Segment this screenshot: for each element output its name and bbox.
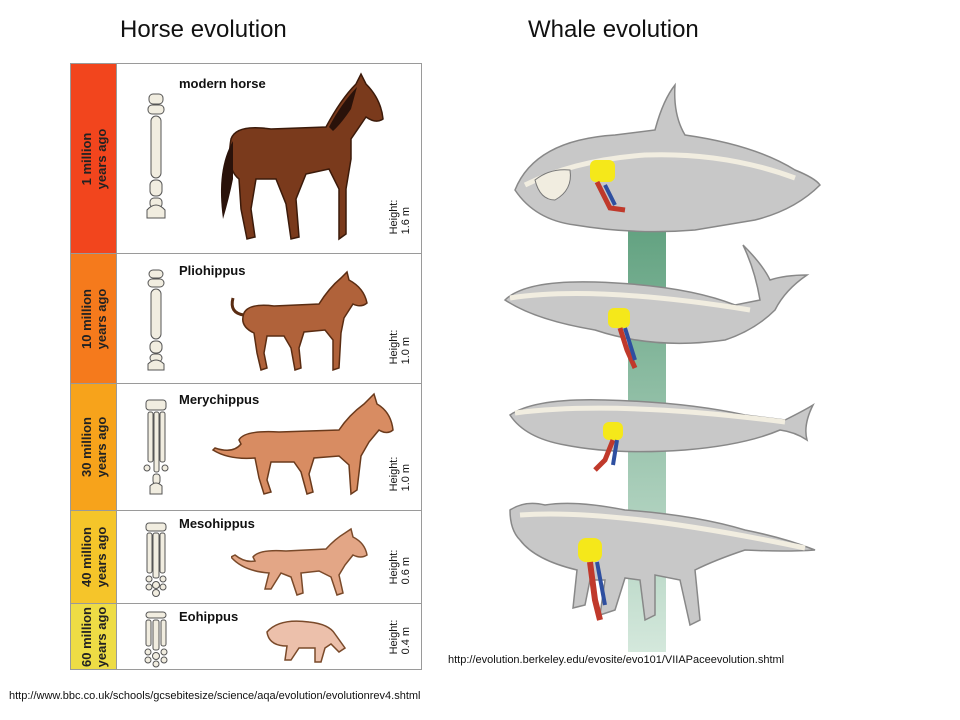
row-mesohippus: 40 million years ago Mesohippus Height: … [71, 511, 421, 604]
height-label-box: Height: 0.4 m [385, 607, 415, 667]
age-band: 1 million years ago [71, 64, 117, 253]
age-band: 10 million years ago [71, 254, 117, 383]
row-modern-horse: 1 million years ago modern horse Height:… [71, 64, 421, 254]
height-label: Height: 1.0 m [388, 329, 412, 365]
species-label: Mesohippus [179, 516, 255, 531]
pliohippus-icon [230, 270, 368, 372]
age-label: 10 million years ago [78, 288, 109, 349]
modern-whale-icon [514, 82, 821, 233]
whale-evolution-illustration [503, 82, 821, 652]
height-label-box: Height: 0.6 m [385, 537, 415, 597]
merychippus-icon [211, 392, 394, 496]
foot-bone-icon [144, 611, 168, 668]
horse-source-url[interactable]: http://www.bbc.co.uk/schools/gcsebitesiz… [9, 690, 421, 702]
horse-evolution-title: Horse evolution [120, 16, 287, 43]
age-label: 40 million years ago [78, 526, 109, 588]
species-label: Pliohippus [179, 263, 246, 278]
row-eohippus: 60 million years ago Eohippus Height: 0.… [71, 604, 421, 669]
mesohippus-icon [231, 527, 368, 596]
modern-horse-icon [220, 72, 384, 241]
height-label-box: Height: 1.6 m [385, 187, 415, 247]
height-label-box: Height: 1.0 m [385, 444, 415, 504]
species-label: Eohippus [179, 609, 239, 624]
horse-evolution-chart: 1 million years ago modern horse Height:… [70, 63, 422, 670]
whale-source-url[interactable]: http://evolution.berkeley.edu/evosite/ev… [448, 654, 785, 666]
height-label-box: Height: 1.0 m [385, 317, 415, 377]
foot-bone-icon [143, 399, 169, 495]
age-band: 40 million years ago [71, 511, 117, 603]
species-label: modern horse [179, 76, 266, 91]
height-label: Height: 0.4 m [388, 619, 412, 655]
age-band: 30 million years ago [71, 384, 117, 510]
row-pliohippus: 10 million years ago Pliohippus Height: … [71, 254, 421, 384]
age-label: 1 million years ago [78, 128, 109, 189]
height-label: Height: 0.6 m [388, 549, 412, 585]
eohippus-icon [266, 620, 347, 663]
height-label: Height: 1.6 m [388, 199, 412, 235]
foot-bone-icon [145, 522, 167, 597]
whale-ancestor-3-icon [508, 399, 815, 472]
foot-bone-icon [147, 269, 165, 371]
whale-ancestor-2-icon [503, 244, 810, 370]
species-label: Merychippus [179, 392, 260, 407]
whale-evolution-title: Whale evolution [528, 16, 699, 43]
whale-ancestor-4-icon [509, 502, 816, 627]
height-label: Height: 1.0 m [388, 456, 412, 492]
age-label: 60 million years ago [78, 606, 109, 667]
row-merychippus: 30 million years ago Merychippus Height:… [71, 384, 421, 511]
age-band: 60 million years ago [71, 604, 117, 669]
foot-bone-icon [146, 93, 166, 219]
age-label: 30 million years ago [78, 416, 109, 478]
